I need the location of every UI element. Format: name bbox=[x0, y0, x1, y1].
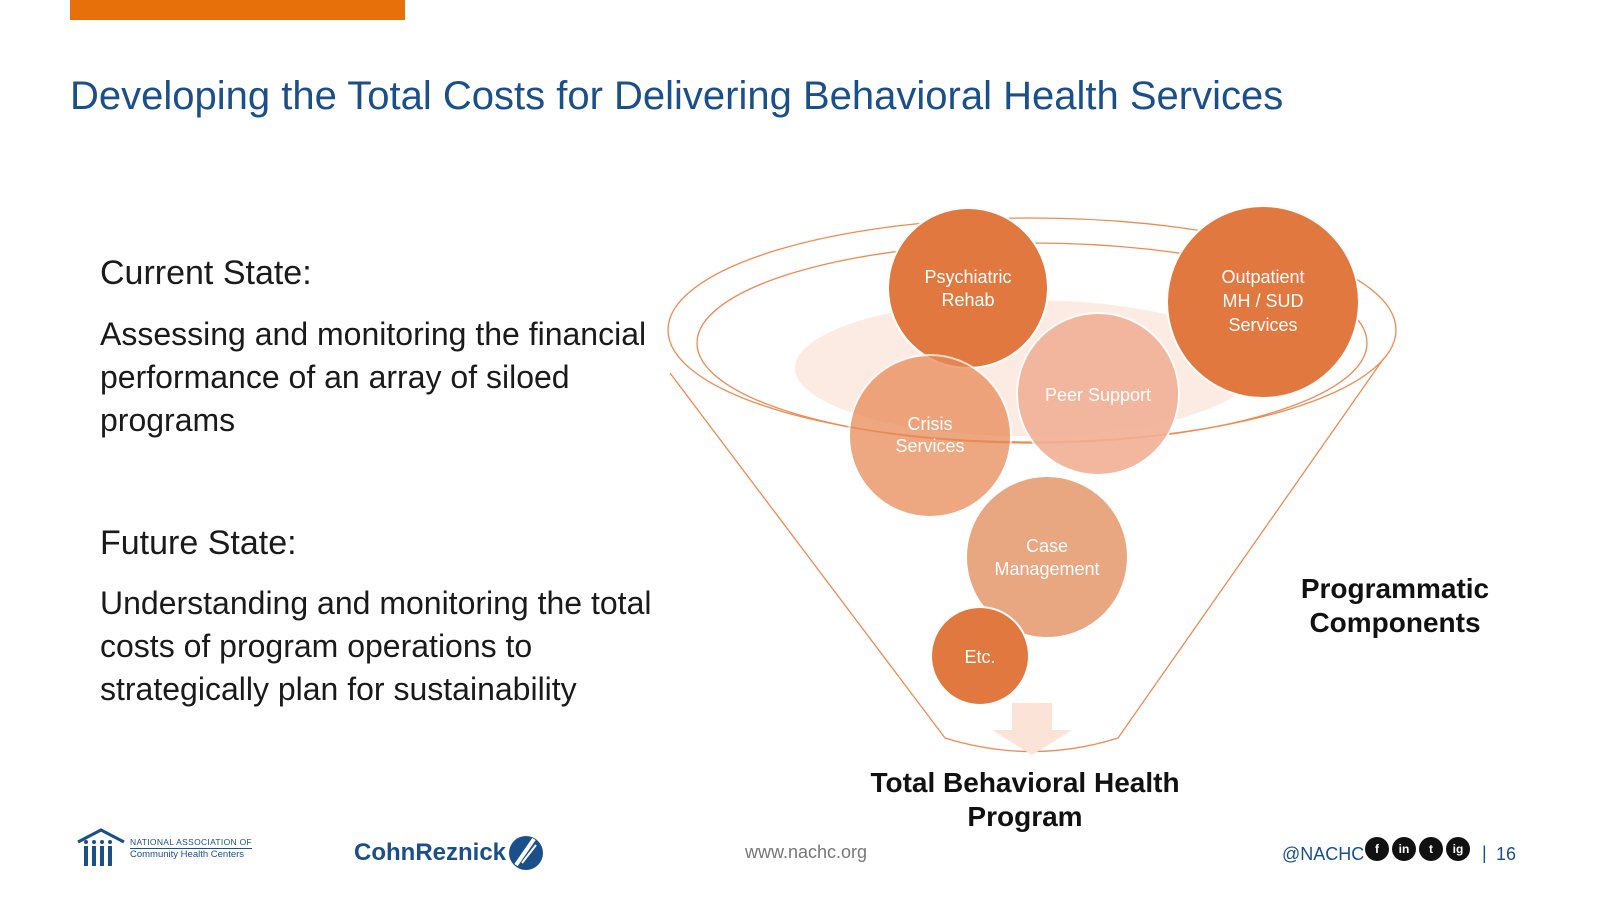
bubble-etc: Etc. bbox=[930, 606, 1030, 706]
bubble-psychiatric-rehab: Psychiatric Rehab bbox=[887, 207, 1049, 369]
social-handle: @NACHC bbox=[1282, 844, 1365, 864]
page-number: 16 bbox=[1496, 844, 1517, 864]
bubble-label: Case bbox=[1026, 536, 1068, 556]
nachc-house-icon bbox=[77, 828, 125, 866]
down-arrow-icon bbox=[992, 703, 1072, 755]
linkedin-icon[interactable]: in bbox=[1392, 837, 1416, 861]
website-url: www.nachc.org bbox=[745, 842, 868, 862]
current-state-heading: Current State: bbox=[100, 254, 312, 292]
cohnreznick-text: CohnReznick bbox=[354, 839, 507, 866]
bubble-case-management: Case Management bbox=[965, 475, 1129, 639]
nachc-line2: Community Health Centers bbox=[130, 847, 252, 861]
bubble-label: Etc. bbox=[964, 647, 995, 667]
current-state-body: Assessing and monitoring the financial p… bbox=[100, 316, 647, 438]
instagram-icon[interactable]: ig bbox=[1446, 837, 1470, 861]
total-program-label: Total Behavioral Health Program bbox=[870, 767, 1180, 832]
bubble-label: Psychiatric bbox=[924, 267, 1011, 287]
accent-bar bbox=[70, 0, 405, 20]
bubble-label: Crisis bbox=[908, 414, 953, 434]
slide-title: Developing the Total Costs for Deliverin… bbox=[70, 74, 1284, 118]
cohnreznick-logo: CohnReznick bbox=[354, 833, 546, 873]
bubble-crisis-services: Crisis Services bbox=[848, 354, 1012, 518]
social-icons: f in t ig bbox=[1365, 837, 1470, 861]
twitter-icon[interactable]: t bbox=[1419, 837, 1443, 861]
bubble-label: Services bbox=[1228, 315, 1297, 335]
nachc-line1: NATIONAL ASSOCIATION OF bbox=[130, 836, 252, 847]
nachc-logo: NATIONAL ASSOCIATION OF Community Health… bbox=[76, 828, 252, 868]
future-state-heading: Future State: bbox=[100, 524, 297, 562]
bubble-label: Peer Support bbox=[1045, 385, 1151, 405]
bubble-peer-support: Peer Support bbox=[1016, 312, 1180, 476]
bubble-outpatient-services: Outpatient MH / SUD Services bbox=[1166, 205, 1360, 399]
cohnreznick-mark-icon bbox=[509, 836, 544, 870]
page-separator: | bbox=[1482, 843, 1487, 863]
future-state-body: Understanding and monitoring the total c… bbox=[100, 585, 652, 707]
bubble-label: Rehab bbox=[941, 290, 994, 310]
bubble-label: Management bbox=[994, 559, 1099, 579]
programmatic-components-label: Programmatic Components bbox=[1300, 573, 1490, 638]
bubble-label: MH / SUD bbox=[1223, 291, 1304, 311]
facebook-icon[interactable]: f bbox=[1365, 837, 1389, 861]
bubble-label: Services bbox=[895, 436, 964, 456]
bubble-label: Outpatient bbox=[1221, 267, 1304, 287]
